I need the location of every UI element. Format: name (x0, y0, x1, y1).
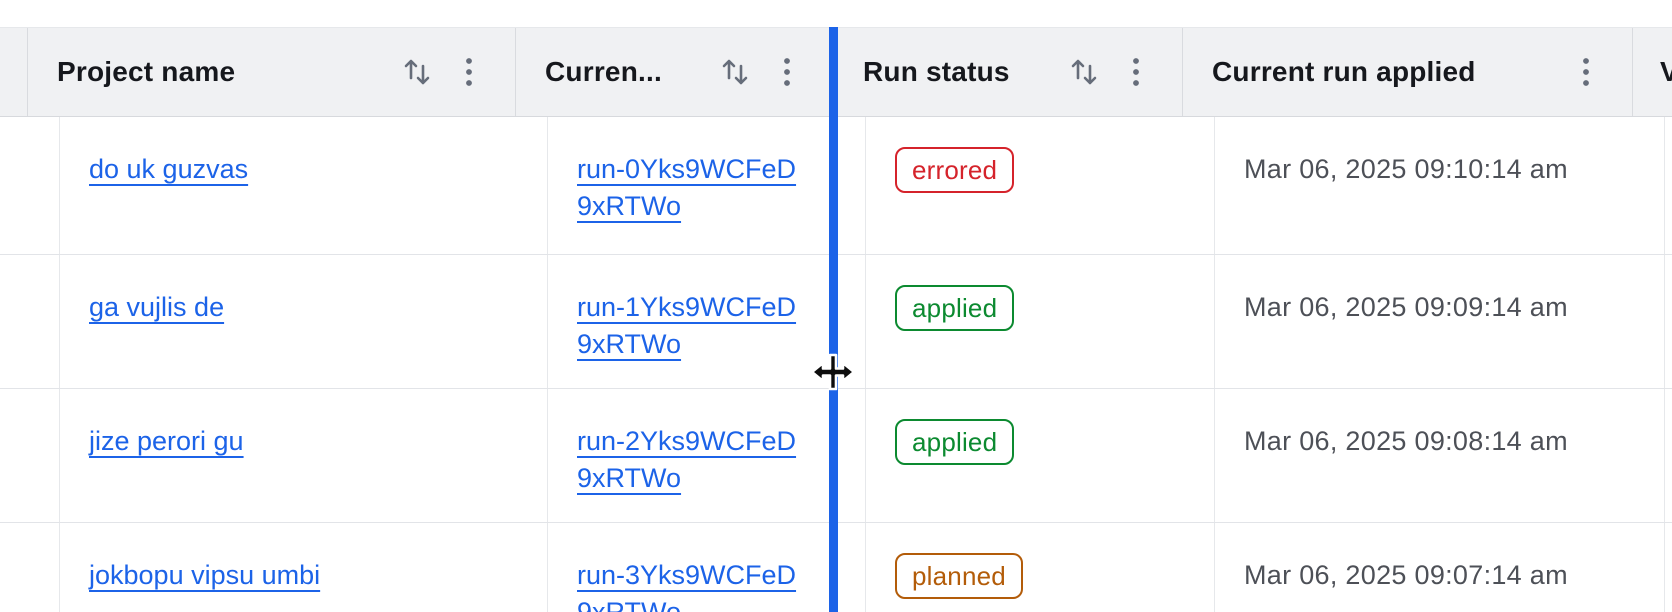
truncated-cell: e (1665, 389, 1672, 522)
run-link[interactable]: run-2Yks9WCFeD9xRTWo (577, 426, 797, 493)
header-truncated-column[interactable]: V (1633, 28, 1672, 116)
sort-arrows-icon[interactable] (399, 54, 435, 90)
row-leading-spacer-cell (0, 523, 60, 612)
row-leading-spacer-cell (0, 255, 60, 388)
run-link[interactable]: run-0Yks9WCFeD9xRTWo (577, 154, 797, 221)
project-name-cell: jokbopu vipsu umbi (60, 523, 548, 612)
kebab-menu-icon[interactable] (463, 54, 475, 90)
run-link[interactable]: run-1Yks9WCFeD9xRTWo (577, 292, 797, 359)
run-applied-timestamp: Mar 06, 2025 09:07:14 am (1244, 560, 1568, 590)
current-run-cell: run-2Yks9WCFeD9xRTWo (548, 389, 866, 522)
kebab-menu-icon[interactable] (1580, 54, 1592, 90)
header-leading-spacer-cell (0, 28, 28, 116)
project-name-cell: do uk guzvas (60, 117, 548, 254)
run-applied-cell: Mar 06, 2025 09:07:14 am (1215, 523, 1665, 612)
truncated-cell: e (1665, 523, 1672, 612)
truncated-cell: e (1665, 255, 1672, 388)
run-status-cell: applied (866, 255, 1215, 388)
project-link[interactable]: jokbopu vipsu umbi (89, 560, 321, 590)
run-applied-cell: Mar 06, 2025 09:10:14 am (1215, 117, 1665, 254)
project-link[interactable]: jize perori gu (89, 426, 244, 456)
run-status-cell: applied (866, 389, 1215, 522)
status-badge: errored (895, 147, 1015, 193)
header-run-status-label: Run status (863, 56, 1010, 87)
project-link[interactable]: ga vujlis de (89, 292, 225, 322)
status-badge: applied (895, 419, 1015, 465)
current-run-cell: run-1Yks9WCFeD9xRTWo (548, 255, 866, 388)
header-project-name[interactable]: Project name (28, 28, 516, 116)
run-applied-cell: Mar 06, 2025 09:09:14 am (1215, 255, 1665, 388)
header-project-name-label: Project name (57, 56, 236, 87)
header-truncated-column-label: V (1660, 56, 1672, 87)
run-status-cell: errored (866, 117, 1215, 254)
row-leading-spacer-cell (0, 117, 60, 254)
sort-arrows-icon[interactable] (717, 54, 753, 90)
status-badge: planned (895, 553, 1023, 599)
kebab-menu-icon[interactable] (781, 54, 793, 90)
project-link[interactable]: do uk guzvas (89, 154, 249, 184)
current-run-cell: run-0Yks9WCFeD9xRTWo (548, 117, 866, 254)
kebab-menu-icon[interactable] (1130, 54, 1142, 90)
header-current-run-applied-label: Current run applied (1212, 56, 1476, 87)
project-name-cell: ga vujlis de (60, 255, 548, 388)
run-status-cell: planned (866, 523, 1215, 612)
truncated-cell: e (1665, 117, 1672, 254)
run-link[interactable]: run-3Yks9WCFeD9xRTWo (577, 560, 797, 612)
run-applied-cell: Mar 06, 2025 09:08:14 am (1215, 389, 1665, 522)
header-current-run[interactable]: Curren... (516, 28, 834, 116)
run-applied-timestamp: Mar 06, 2025 09:09:14 am (1244, 292, 1568, 322)
project-name-cell: jize perori gu (60, 389, 548, 522)
header-run-status[interactable]: Run status (834, 28, 1183, 116)
run-applied-timestamp: Mar 06, 2025 09:10:14 am (1244, 154, 1568, 184)
column-resize-indicator[interactable] (829, 27, 838, 612)
run-applied-timestamp: Mar 06, 2025 09:08:14 am (1244, 426, 1568, 456)
header-current-run-applied[interactable]: Current run applied (1183, 28, 1633, 116)
header-current-run-label: Curren... (545, 56, 662, 87)
current-run-cell: run-3Yks9WCFeD9xRTWo (548, 523, 866, 612)
status-badge: applied (895, 285, 1015, 331)
sort-arrows-icon[interactable] (1066, 54, 1102, 90)
row-leading-spacer-cell (0, 389, 60, 522)
